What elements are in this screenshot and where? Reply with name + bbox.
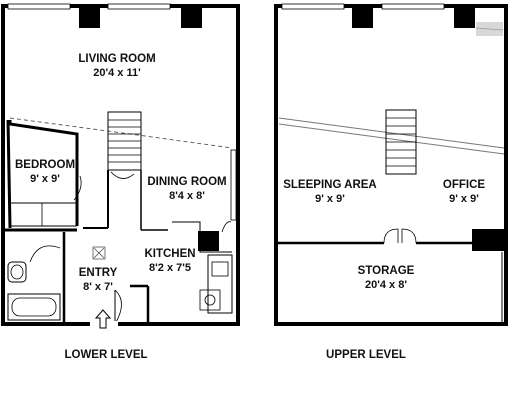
upper-level-plan: SLEEPING AREA 9' x 9' OFFICE 9' x 9' STO… [274,3,508,326]
column [79,8,100,28]
stove-icon [211,261,229,277]
sink-icon [199,289,221,311]
dining-room-dims: 8'4 x 8' [169,190,205,202]
closet [9,202,77,227]
window [7,3,71,10]
bathtub-icon [7,293,61,321]
office-dims: 9' x 9' [449,193,479,205]
living-room-dims: 20'4 x 11' [93,67,141,79]
column [198,231,219,251]
entry-door-swing [114,289,122,325]
sleeping-area-dims: 9' x 9' [315,193,345,205]
recessed-light-icon [92,246,106,260]
column [352,8,373,28]
kitchen-counter-right [207,254,233,314]
window [230,149,237,221]
loft-railing [278,117,505,149]
storage-dims: 20'4 x 8' [365,279,407,291]
column [472,229,504,251]
entrance-arrow-icon [94,309,112,329]
lower-level-caption: LOWER LEVEL [64,349,147,361]
bedroom-label: BEDROOM [15,159,75,171]
upper-level-caption: UPPER LEVEL [326,349,406,361]
bathroom-door-swing [29,245,61,263]
kitchen-dims: 8'2 x 7'5 [149,262,191,274]
kitchen-label: KITCHEN [144,248,195,260]
bedroom-door-swing [73,175,82,201]
office-label: OFFICE [443,179,485,191]
toilet-icon [7,261,27,283]
kitchen-counter [172,221,232,253]
bedroom-dims: 9' x 9' [30,173,60,185]
bedroom-wall [8,120,79,226]
storage-label: STORAGE [358,265,415,277]
dining-room-label: DINING ROOM [147,176,226,188]
storage-door-swing [383,228,399,244]
entry-label: ENTRY [79,267,118,279]
window [381,3,445,10]
column [454,8,475,28]
lower-level-plan: LIVING ROOM 20'4 x 11' BEDROOM 9' x 9' D… [1,3,240,329]
living-room-label: LIVING ROOM [78,53,155,65]
loft-edge-line [9,117,233,149]
closet-door-swing [110,171,135,179]
window [107,3,171,10]
column [181,8,202,28]
sleeping-area-label: SLEEPING AREA [283,179,377,191]
entry-dims: 8' x 7' [83,281,113,293]
window [281,3,345,10]
